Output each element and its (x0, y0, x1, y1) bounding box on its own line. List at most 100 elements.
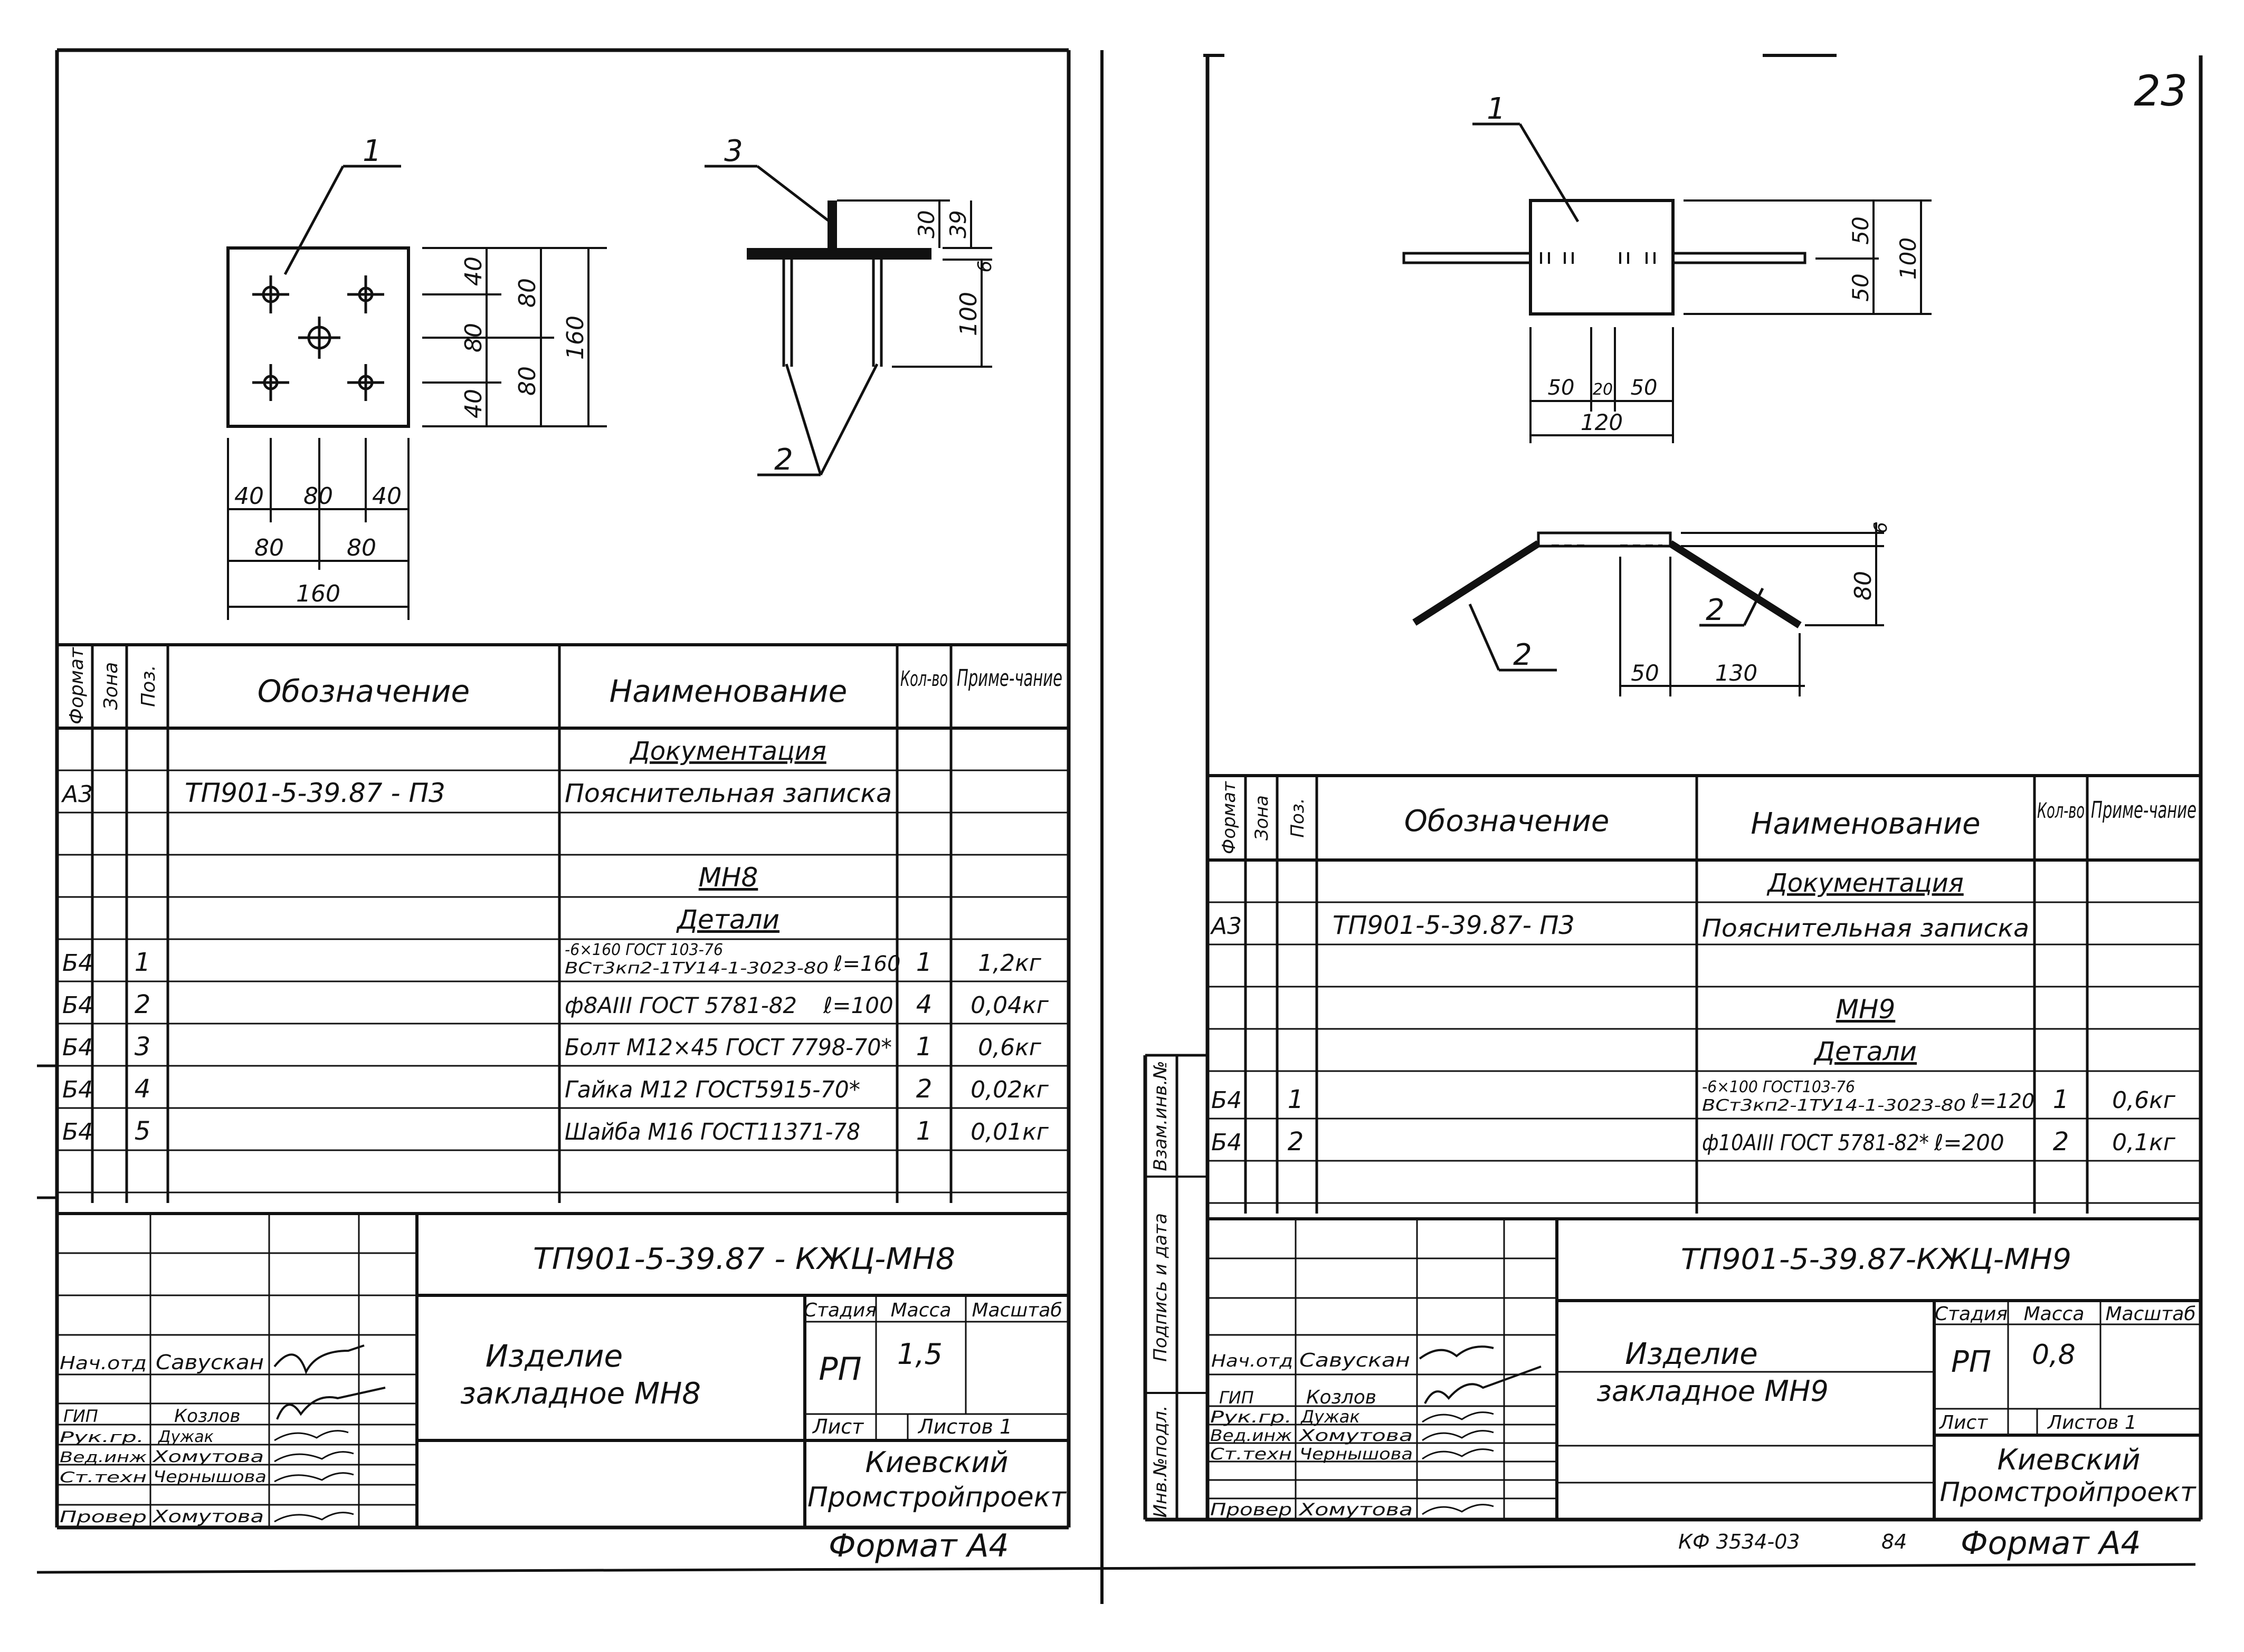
signature-icon (1422, 1504, 1494, 1515)
left-p4-role: Вед.инж (60, 1448, 147, 1466)
page-number: 23 (2134, 66, 2188, 116)
right-r3-length: ℓ=200 (1934, 1130, 2004, 1156)
left-doc-section: Документация (629, 737, 826, 766)
left-stamp-title2: закладное МН8 (460, 1377, 701, 1411)
left-p3-role: Рук.гр. (60, 1428, 144, 1446)
left-hdr-designation: Обозначение (258, 673, 470, 709)
signature-icon (1424, 1365, 1542, 1404)
right-r3-pos: 2 (1288, 1127, 1304, 1157)
right-dim-h100: 100 (1895, 237, 1921, 280)
signature-icon (1419, 1345, 1494, 1360)
left-hdr-pos: Поз. (138, 665, 159, 707)
left-hdr-qty: Кол-во (900, 667, 948, 691)
left-dim-s39: 39 (945, 210, 971, 238)
signature-icon (274, 1472, 354, 1483)
left-mark: МН8 (699, 862, 758, 893)
right-r2-pos: 1 (1288, 1085, 1304, 1114)
right-stamp-title2: закладное МН9 (1596, 1374, 1829, 1408)
right-hdr-zone: Зона (1251, 795, 1272, 841)
right-stamp-scale-h: Масштаб (2105, 1303, 2195, 1325)
right-dim-b50: 50 (1631, 660, 1659, 686)
signature-icon (274, 1451, 354, 1463)
right-r3-note: 0,1кг (2112, 1129, 2176, 1156)
right-r2-name2: ВСт3кп2-1ТУ14-1-3023-80 (1702, 1096, 1966, 1115)
left-dim-w40b: 40 (372, 483, 402, 510)
left-r2-name1: -6×160 ГОСТ 103-76 (565, 941, 723, 959)
left-r6-name: Шайба М16 ГОСТ11371-78 (565, 1119, 860, 1145)
left-r5-pos: 4 (135, 1074, 151, 1104)
left-r5-qty: 2 (916, 1074, 933, 1104)
right-side-label-2: Подпись и дата (1150, 1213, 1171, 1362)
right-plate-plan (1529, 199, 1675, 316)
left-stamp-stage: РП (819, 1351, 861, 1388)
left-r6-qty: 1 (916, 1116, 933, 1146)
left-dim-h40a: 40 (460, 256, 487, 286)
left-r1-name: Пояснительная записка (565, 779, 892, 808)
right-p4-name: Хомутова (1298, 1427, 1413, 1445)
left-r2-format: Б4 (62, 950, 93, 977)
left-r2-note: 1,2кг (978, 950, 1042, 977)
right-p2-name: Козлов (1306, 1387, 1376, 1408)
right-hdr-note: Приме-чание (2091, 797, 2197, 824)
right-hdr-designation: Обозначение (1404, 804, 1610, 838)
right-callout-1: 1 (1487, 92, 1506, 126)
right-dim-h50b: 50 (1848, 273, 1874, 301)
right-hdr-qty: Кол-во (2037, 799, 2085, 823)
left-r2-length: ℓ=160 (833, 952, 900, 976)
left-r3-name: ф8АIII ГОСТ 5781-82 (565, 992, 797, 1018)
left-r2-qty: 1 (916, 948, 933, 977)
left-dim-h80b: 80 (514, 278, 541, 308)
signature-icon (274, 1430, 349, 1441)
signature-icon (273, 1344, 365, 1375)
right-stamp-mass-h: Масса (2024, 1303, 2085, 1325)
left-r2-name2: ВСт3кп2-1ТУ14-1-3023-80 (565, 959, 829, 978)
left-stamp-mass: 1,5 (897, 1338, 943, 1371)
right-stamp-stage-h: Стадия (1935, 1303, 2008, 1325)
left-dim-h80c: 80 (514, 366, 541, 396)
left-r1-format: А3 (61, 781, 93, 808)
left-hdr-name: Наименование (610, 673, 848, 709)
left-r6-pos: 5 (135, 1116, 151, 1146)
left-title-block (57, 1212, 1069, 1527)
left-hdr-note: Приме-чание (957, 665, 1062, 692)
signature-icon (276, 1387, 386, 1420)
right-dim-t6: 6 (1870, 522, 1891, 533)
right-dim-w50b: 50 (1631, 376, 1658, 400)
right-side-view (1412, 531, 1802, 628)
left-r2-pos: 1 (135, 948, 151, 977)
left-dim-w80c: 80 (347, 534, 376, 561)
left-r4-pos: 3 (135, 1032, 151, 1062)
left-r1-designation: ТП901-5-39.87 - П3 (185, 778, 445, 808)
right-stamp-sheets-h: Листов 1 (2047, 1412, 2137, 1434)
right-sheet: Инв.№подл. Подпись и дата Взам.инв.№ 1 (1143, 54, 2203, 1562)
left-dim-h160: 160 (562, 316, 589, 360)
right-p1-role: Нач.отд (1211, 1351, 1293, 1371)
right-r2-note: 0,6кг (2112, 1087, 2176, 1114)
left-stamp-sheets-h: Листов 1 (917, 1415, 1012, 1438)
right-r2-length: ℓ=120 (1971, 1090, 2034, 1113)
left-p2-name: Козлов (174, 1406, 241, 1427)
left-p1-role: Нач.отд (60, 1353, 147, 1374)
left-dim-w80b: 80 (254, 534, 284, 561)
left-callout-3: 3 (724, 134, 743, 168)
left-stamp-sheet-h: Лист (812, 1415, 864, 1438)
left-stamp-org1: Киевский (866, 1446, 1009, 1479)
right-callout-2a: 2 (1513, 638, 1532, 672)
left-hdr-format: Формат (66, 647, 88, 724)
right-r3-qty: 2 (2053, 1127, 2069, 1157)
left-r3-qty: 4 (916, 990, 933, 1019)
left-r4-format: Б4 (62, 1034, 93, 1061)
left-stamp-org2: Промстройпроект (807, 1482, 1067, 1513)
left-p4-name: Хомутова (151, 1448, 264, 1466)
left-r4-qty: 1 (916, 1032, 933, 1062)
left-r3-length: ℓ=100 (823, 992, 893, 1018)
right-r2-format: Б4 (1211, 1087, 1242, 1114)
signature-icon (1422, 1430, 1494, 1441)
right-mark: МН9 (1836, 994, 1896, 1025)
left-dim-w80a: 80 (303, 483, 333, 510)
right-dim-b130: 130 (1715, 660, 1757, 686)
left-p5-role: Ст.техн (60, 1468, 147, 1486)
left-p6-name: Хомутова (151, 1506, 264, 1526)
left-r3-pos: 2 (135, 990, 151, 1019)
